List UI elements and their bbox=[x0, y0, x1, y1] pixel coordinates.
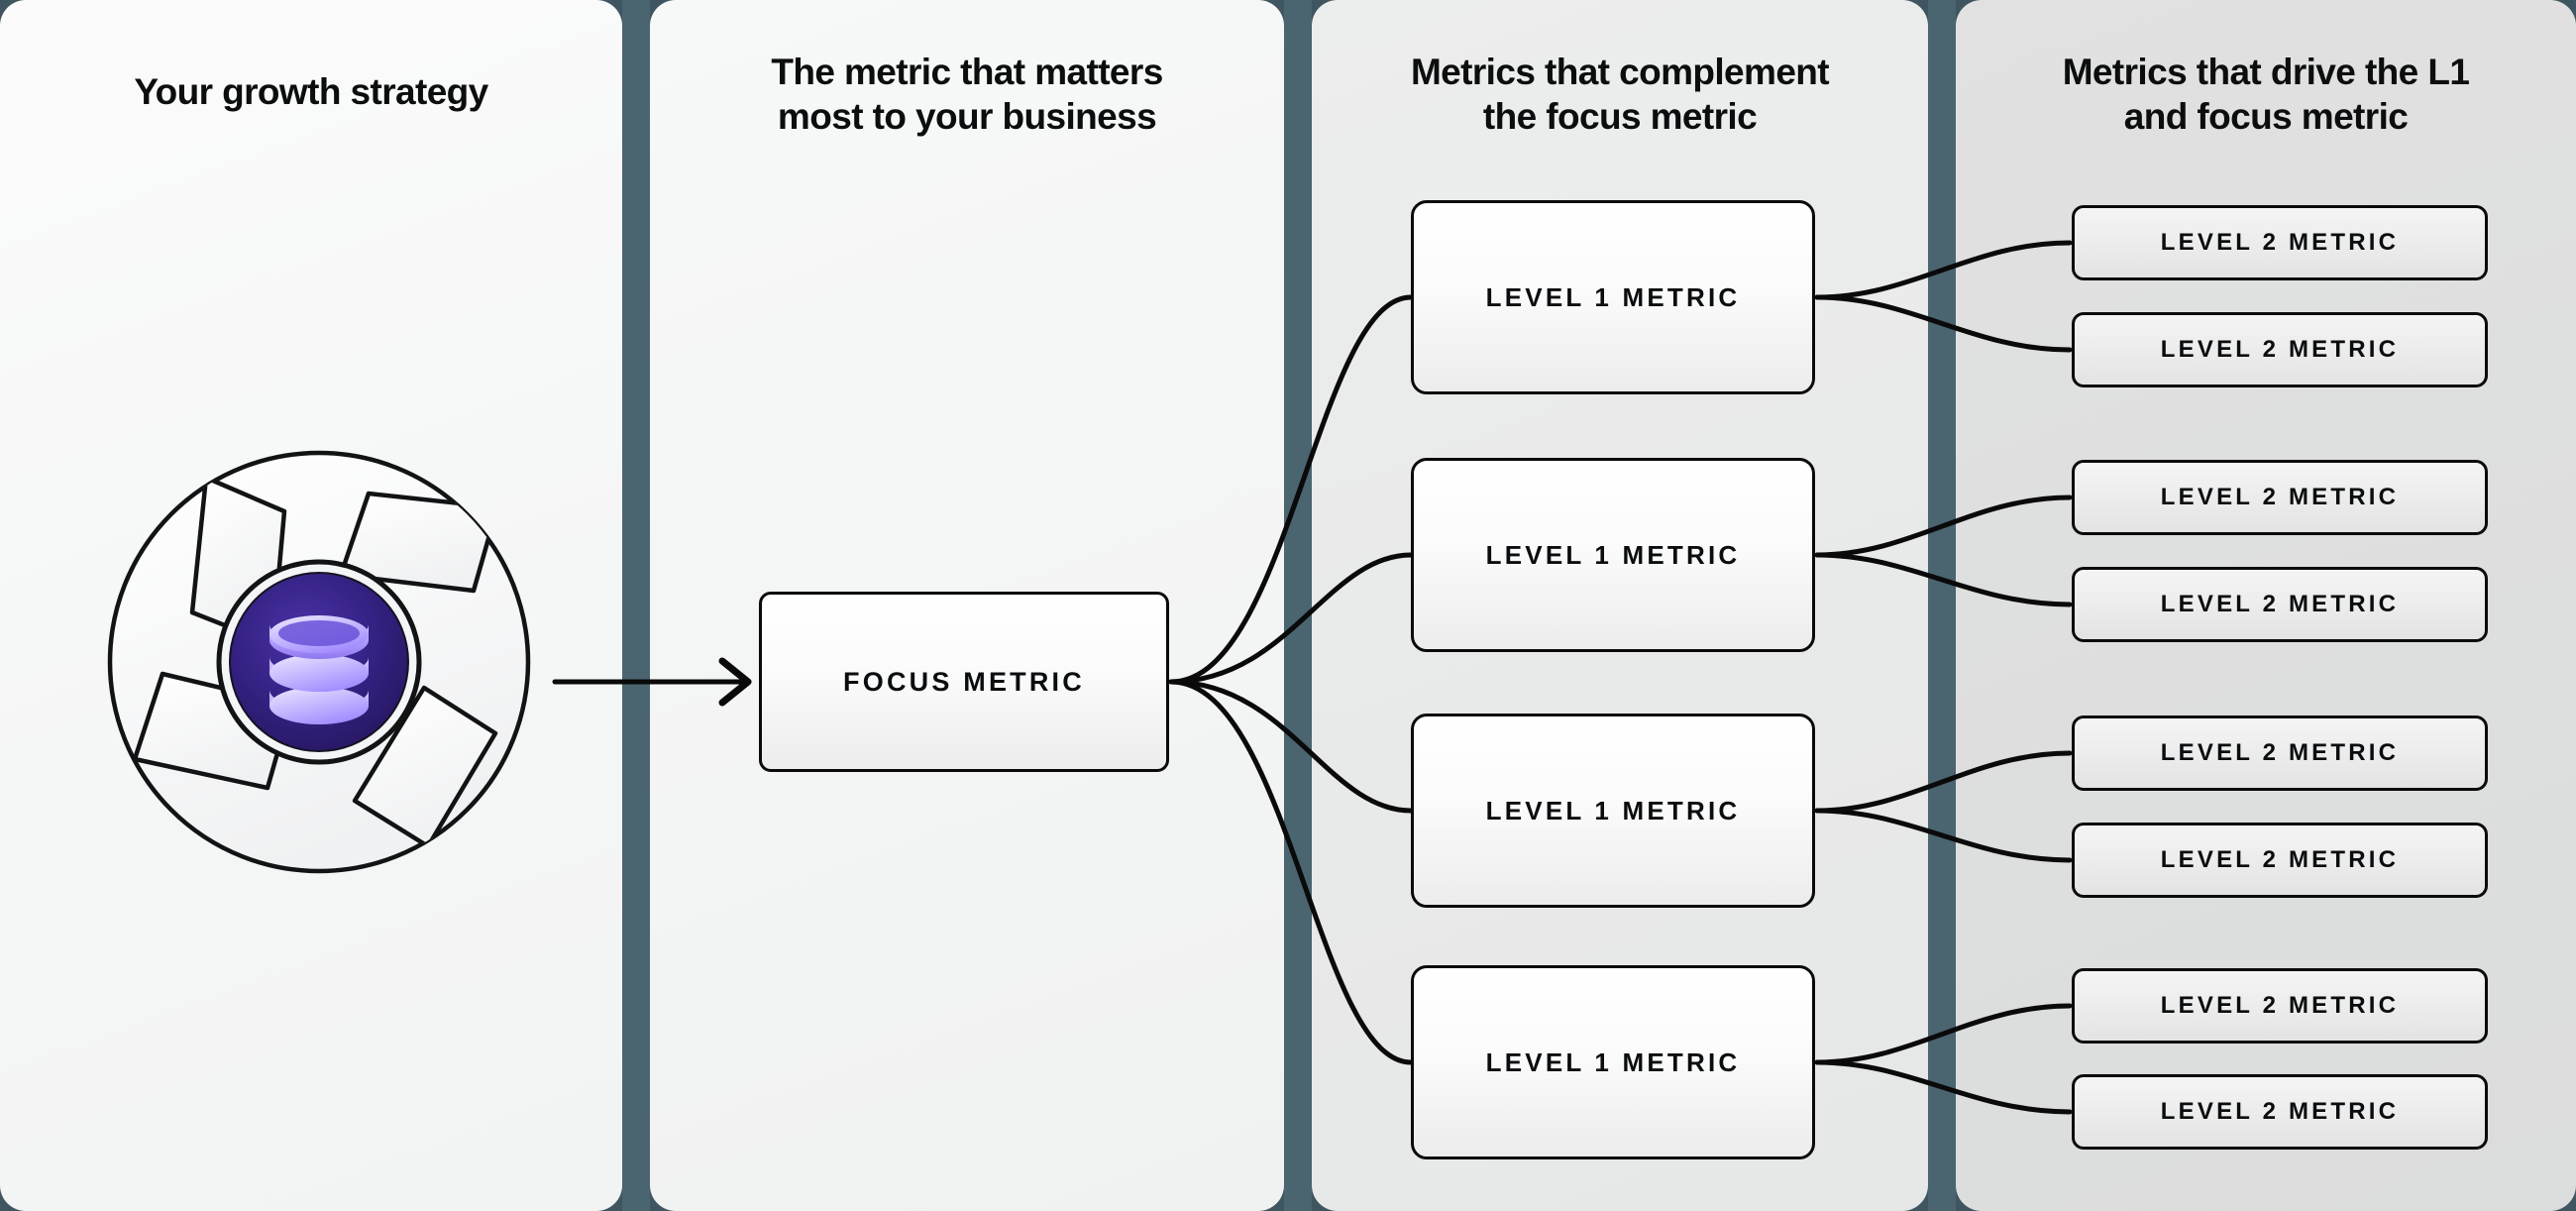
column-heading-strategy: Your growth strategy bbox=[134, 71, 488, 112]
growth-strategy-aperture-graphic bbox=[107, 450, 531, 874]
column-heading-focus: The metric that matters most to your bus… bbox=[771, 52, 1163, 138]
level1-metric-node-1[interactable]: LEVEL 1 METRIC bbox=[1411, 200, 1815, 394]
level2-metric-node-3[interactable]: LEVEL 2 METRIC bbox=[2072, 460, 2488, 535]
column-heading-level1: Metrics that complement the focus metric bbox=[1410, 52, 1830, 138]
level2-metric-node-1[interactable]: LEVEL 2 METRIC bbox=[2072, 205, 2488, 280]
level2-metric-node-8[interactable]: LEVEL 2 METRIC bbox=[2072, 1074, 2488, 1150]
level1-metric-node-3[interactable]: LEVEL 1 METRIC bbox=[1411, 714, 1815, 908]
level2-metric-node-5[interactable]: LEVEL 2 METRIC bbox=[2072, 716, 2488, 791]
column-divider-2 bbox=[1284, 0, 1312, 1211]
level1-metric-node-2[interactable]: LEVEL 1 METRIC bbox=[1411, 458, 1815, 652]
column-divider-1 bbox=[622, 0, 650, 1211]
database-icon bbox=[269, 615, 369, 724]
level2-metric-node-6[interactable]: LEVEL 2 METRIC bbox=[2072, 823, 2488, 898]
level2-metric-node-4[interactable]: LEVEL 2 METRIC bbox=[2072, 567, 2488, 642]
level2-metric-node-7[interactable]: LEVEL 2 METRIC bbox=[2072, 968, 2488, 1044]
column-divider-3 bbox=[1928, 0, 1956, 1211]
level2-metric-node-2[interactable]: LEVEL 2 METRIC bbox=[2072, 312, 2488, 387]
focus-metric-node[interactable]: FOCUS METRIC bbox=[759, 592, 1169, 772]
level1-metric-node-4[interactable]: LEVEL 1 METRIC bbox=[1411, 965, 1815, 1159]
column-heading-level2: Metrics that drive the L1 and focus metr… bbox=[2062, 52, 2470, 138]
